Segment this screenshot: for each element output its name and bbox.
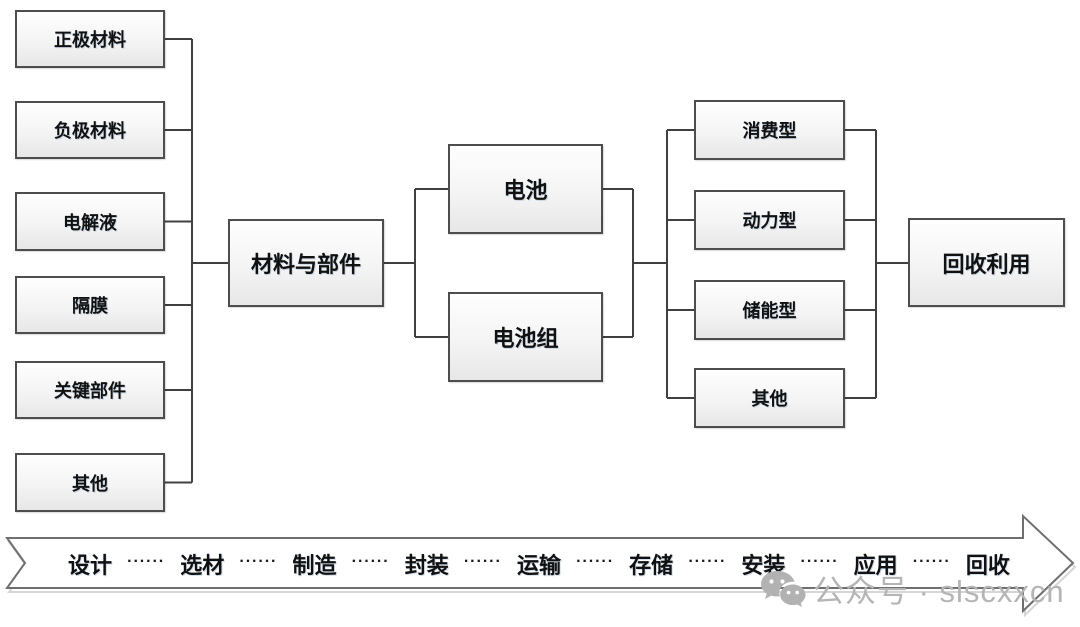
stage-recycle: 回收 [965, 552, 1010, 578]
watermark: 公众号 · slscxxcn [760, 566, 1065, 611]
mid-connectors [603, 129, 694, 399]
right-connectors [845, 129, 908, 399]
stage-separator: ······ [239, 552, 278, 570]
node-battery: 电池 [448, 144, 603, 234]
stage-separator: ······ [800, 552, 839, 570]
stage-separator: ······ [576, 552, 615, 570]
stage-storage: 存储 [629, 552, 674, 578]
stage-application: 应用 [853, 552, 898, 578]
process-arrow-ribbon [5, 513, 1075, 614]
stage-separator: ······ [351, 552, 390, 570]
node-key-components: 关键部件 [15, 361, 165, 419]
stage-separator: ······ [127, 552, 166, 570]
stage-separator: ······ [463, 552, 502, 570]
node-separator: 隔膜 [15, 276, 165, 334]
node-materials-and-parts: 材料与部件 [228, 219, 384, 307]
node-anode-materials: 负极材料 [15, 101, 165, 159]
node-consumer-type: 消费型 [694, 100, 845, 160]
node-battery-pack: 电池组 [448, 292, 603, 382]
stage-separator: ······ [688, 552, 727, 570]
stage-separator: ······ [912, 552, 951, 570]
node-other-materials: 其他 [15, 453, 165, 512]
node-cathode-materials: 正极材料 [15, 10, 165, 68]
stage-design: 设计 [68, 552, 113, 578]
watermark-text: 公众号 · slscxxcn [813, 574, 1065, 609]
hub-connectors [384, 188, 448, 338]
stage-transport: 运输 [516, 552, 561, 578]
node-storage-type: 储能型 [694, 280, 845, 340]
stage-packaging: 封装 [404, 552, 449, 578]
node-electrolyte: 电解液 [15, 192, 165, 251]
node-power-type: 动力型 [694, 190, 845, 250]
stage-material: 选材 [180, 552, 225, 578]
stage-manufacturing: 制造 [292, 552, 337, 578]
left-connectors [165, 38, 228, 484]
node-other-type: 其他 [694, 368, 845, 428]
node-recycling: 回收利用 [908, 218, 1065, 307]
wechat-icon [761, 570, 806, 607]
